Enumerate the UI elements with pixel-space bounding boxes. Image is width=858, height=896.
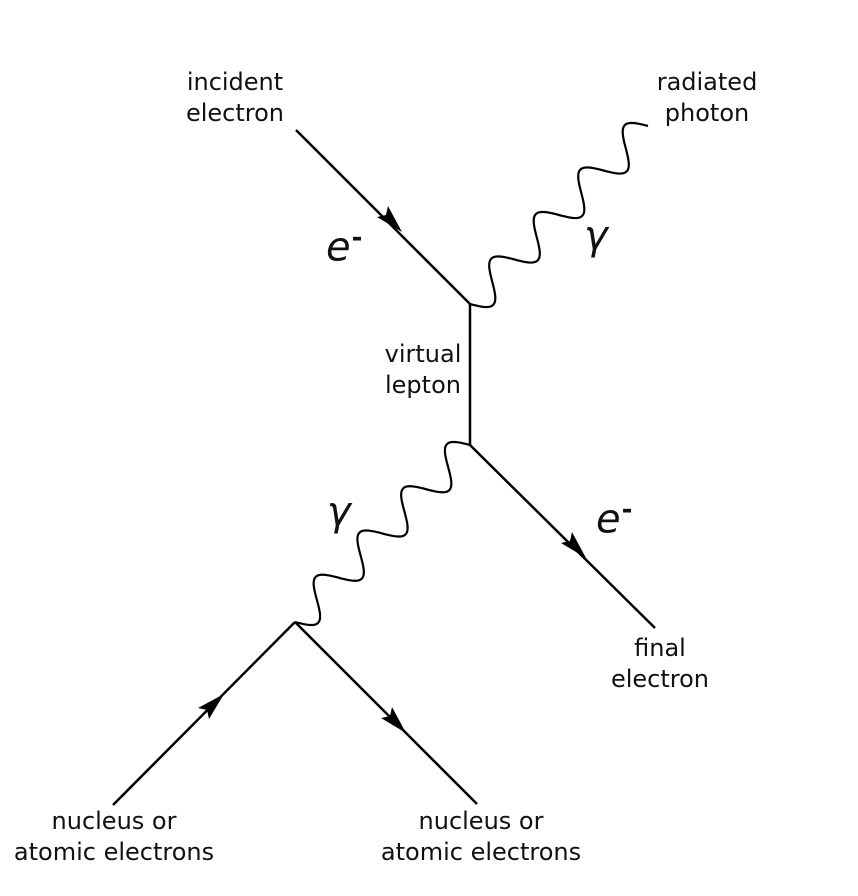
electron-in-symbol: e-: [326, 218, 362, 267]
photon-exchange-symbol: γ: [327, 492, 351, 532]
final-electron-label-line1: final: [634, 634, 686, 662]
nucleus-right-label-line2: atomic electrons: [380, 838, 582, 866]
nucleus-left-label-line1: nucleus or: [51, 807, 177, 835]
electron-out-charge: -: [621, 495, 633, 525]
nucleus-in-arrow: [198, 694, 224, 719]
nucleus-in-line: [112, 621, 296, 806]
exchanged-photon-wave: [294, 440, 471, 627]
electron-out-symbol: e-: [596, 490, 632, 539]
radiated-photon-label: radiated photon: [632, 67, 782, 129]
nucleus-out-arrow: [381, 707, 406, 733]
radiated-photon-label-line1: radiated: [656, 68, 758, 96]
nucleus-right-label-line1: nucleus or: [418, 807, 544, 835]
virtual-lepton-label: virtual lepton: [368, 339, 478, 401]
incident-electron-arrow: [377, 206, 402, 232]
virtual-lepton-label-line2: lepton: [385, 371, 461, 399]
electron-out-letter: e: [596, 496, 621, 543]
virtual-lepton-label-line1: virtual: [384, 340, 462, 368]
final-electron-label: final electron: [590, 633, 730, 695]
nucleus-right-label: nucleus or atomic electrons: [371, 806, 591, 868]
photon-out-letter: γ: [584, 213, 608, 259]
nucleus-left-label-line2: atomic electrons: [13, 838, 215, 866]
nucleus-out-line: [294, 621, 478, 805]
radiated-photon-label-line2: photon: [664, 99, 750, 127]
electron-in-letter: e: [326, 224, 351, 271]
incident-electron-label-line2: electron: [185, 99, 285, 127]
incident-electron-label: incident electron: [160, 67, 310, 129]
final-electron-label-line2: electron: [610, 665, 710, 693]
final-electron-line: [469, 444, 656, 629]
incident-electron-label-line1: incident: [186, 68, 284, 96]
electron-in-charge: -: [351, 223, 363, 253]
radiated-photon-wave: [469, 121, 649, 309]
nucleus-left-label: nucleus or atomic electrons: [4, 806, 224, 868]
final-electron-arrow: [561, 532, 586, 558]
photon-out-symbol: γ: [584, 216, 608, 256]
photon-exchange-letter: γ: [327, 489, 351, 535]
